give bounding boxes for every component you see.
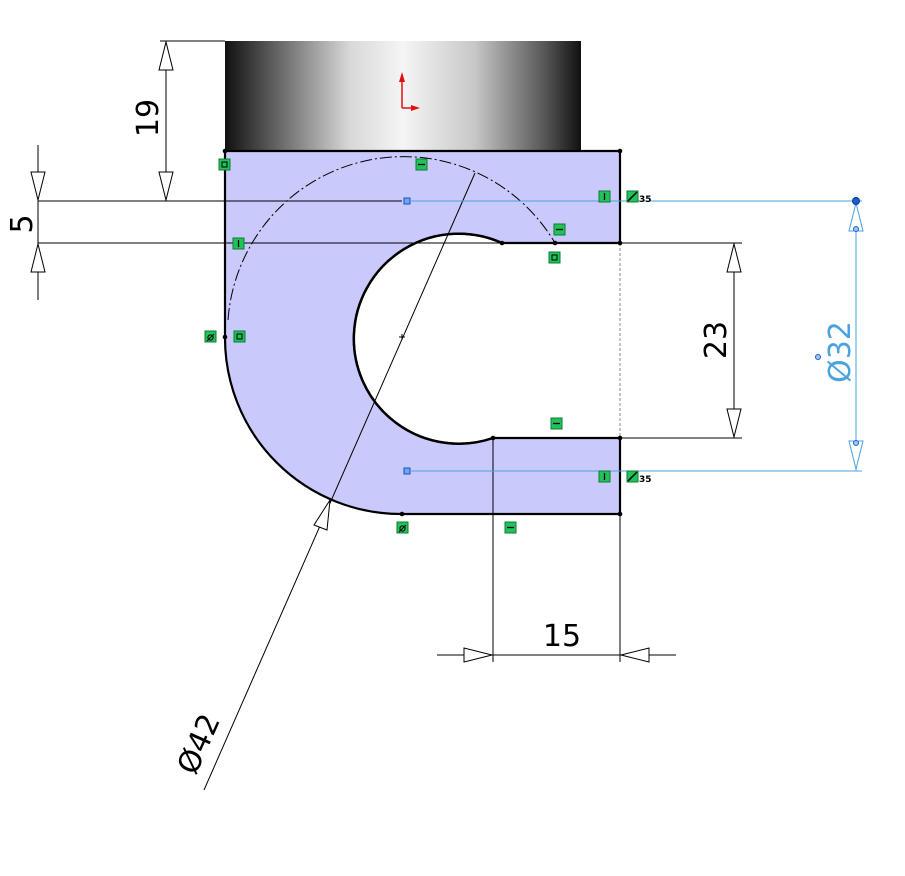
coincident-relation-icon[interactable] xyxy=(548,251,561,264)
dimension-32-text-handle[interactable] xyxy=(815,354,821,360)
dimension-5-label[interactable]: 5 xyxy=(5,214,40,233)
origin-axis-icon xyxy=(399,72,420,111)
horizontal-relation-icon[interactable] xyxy=(415,158,428,171)
horizontal-relation-icon[interactable] xyxy=(553,223,566,236)
equal-relation-icon[interactable] xyxy=(626,470,639,483)
dimension-32-handle-a[interactable] xyxy=(853,226,859,232)
cylinder-body[interactable] xyxy=(225,41,581,151)
dimension-42-label[interactable]: Ø42 xyxy=(171,709,228,780)
tangent-relation-icon[interactable] xyxy=(396,521,409,534)
coincident-relation-icon[interactable] xyxy=(233,330,246,343)
construction-arc[interactable] xyxy=(227,156,556,321)
vertical-relation-icon[interactable] xyxy=(598,470,611,483)
dimension-15-label[interactable]: 15 xyxy=(543,619,581,654)
dimension-32-handle-b[interactable] xyxy=(853,440,859,446)
tangent-relation-icon[interactable] xyxy=(204,330,217,343)
dimension-23-label[interactable]: 23 xyxy=(699,321,734,359)
relation-tag-lower: 35 xyxy=(639,475,652,485)
dimension-42[interactable] xyxy=(203,172,476,791)
dimension-19[interactable] xyxy=(158,40,225,201)
midpoint-top[interactable] xyxy=(403,197,411,205)
horizontal-relation-icon[interactable] xyxy=(550,417,563,430)
coincident-relation-icon[interactable] xyxy=(218,158,231,171)
midpoint-bottom[interactable] xyxy=(403,467,411,475)
dimension-5[interactable] xyxy=(30,145,502,300)
equal-relation-icon[interactable] xyxy=(626,190,639,203)
vertical-relation-icon[interactable] xyxy=(232,237,245,250)
dimension-15[interactable] xyxy=(437,438,676,663)
inner-arc[interactable] xyxy=(352,232,503,445)
sketch-profile[interactable] xyxy=(223,149,622,516)
relation-tag-upper: 35 xyxy=(639,195,652,205)
dimension-32-handle[interactable] xyxy=(852,197,860,205)
horizontal-relation-icon[interactable] xyxy=(504,521,517,534)
dimension-32[interactable] xyxy=(410,200,864,472)
dimension-23[interactable] xyxy=(620,242,742,439)
dimension-19-label[interactable]: 19 xyxy=(131,99,166,137)
vertical-relation-icon[interactable] xyxy=(598,190,611,203)
dimension-32-label[interactable]: Ø32 xyxy=(823,321,858,383)
